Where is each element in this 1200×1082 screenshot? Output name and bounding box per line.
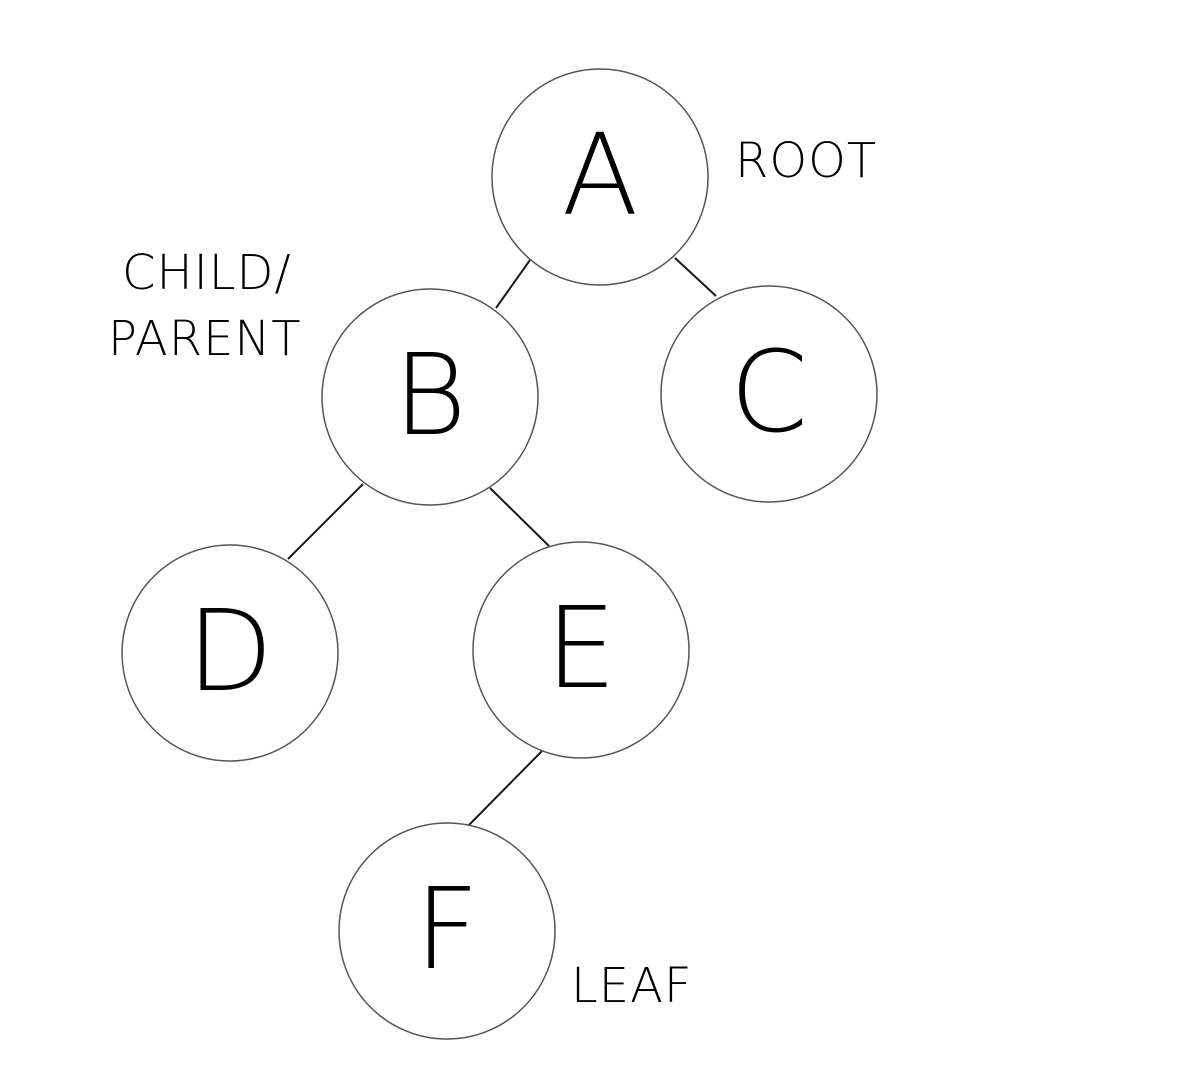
node-d: D (121, 544, 339, 762)
node-f-letter: F (415, 865, 479, 995)
child-parent-label-line1: CHILD/ (122, 245, 292, 301)
node-c-letter: C (730, 328, 808, 458)
node-a-circle (491, 68, 709, 286)
node-b: B (321, 288, 539, 506)
child-parent-label-line2: PARENT (108, 311, 302, 367)
node-f-circle (338, 822, 556, 1040)
edge-a-c (674, 257, 717, 297)
node-e-circle (472, 541, 690, 759)
node-c-circle (660, 285, 878, 503)
node-b-letter: B (393, 331, 466, 461)
root-label: ROOT (735, 133, 877, 189)
node-a-letter: A (562, 111, 639, 241)
leaf-label: LEAF (571, 958, 693, 1014)
edge-a-b (495, 259, 531, 309)
node-d-letter: D (187, 587, 273, 717)
edge-e-f (468, 748, 545, 826)
node-f: F (338, 822, 556, 1040)
node-e-letter: E (546, 584, 617, 714)
node-d-circle (121, 544, 339, 762)
edges (287, 257, 717, 826)
node-e: E (472, 541, 690, 759)
node-a: A (491, 68, 709, 286)
node-c: C (660, 285, 878, 503)
edge-b-e (489, 487, 550, 547)
node-b-circle (321, 288, 539, 506)
edge-b-d (287, 483, 364, 560)
